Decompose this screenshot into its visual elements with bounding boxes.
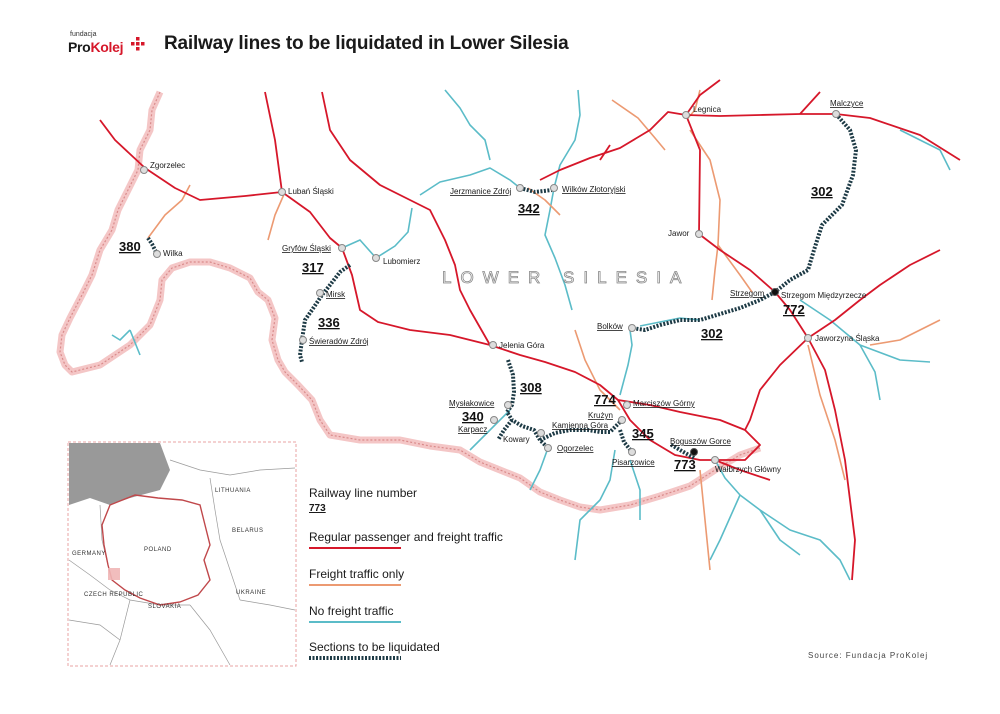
region-label: LOWER SILESIA [442,268,690,287]
logo-small-text: fundacja [70,31,97,38]
line-number-380: 380 [119,239,141,254]
legend-no-freight-swatch [309,621,401,623]
line-numbers: 380 342 302 317 336 772 302 308 340 774 … [119,184,833,472]
station-pisarzowice: Pisarzowice [612,458,655,467]
station-strzegom-miedzyrzecze: Strzegom Międzyrzecze [781,291,867,300]
inset-label-lithuania: LITHUANIA [215,488,251,494]
liquidated-lines [146,112,858,460]
inset-label-ukraine: UKRAINE [236,590,266,596]
station-marciszow: Marciszów Górny [633,399,695,408]
station-labels: Legnica Malczyce Zgorzelec Lubań Śląski … [150,99,880,474]
line-number-336: 336 [318,315,340,330]
legend-passenger-freight: Regular passenger and freight traffic [309,528,569,549]
line-number-342: 342 [518,201,540,216]
inset-poland-outline [101,494,211,606]
legend-passenger-freight-label: Regular passenger and freight traffic [309,530,503,544]
station-jawor: Jawor [668,229,690,238]
page-title: Railway lines to be liquidated in Lower … [164,33,569,54]
station-strzegom: Strzegom [730,289,765,298]
station-karpacz: Karpacz [458,425,487,434]
line-number-302-north: 302 [811,184,833,199]
station-mirsk: Mirsk [326,290,346,299]
station-wilka: Wilka [163,249,183,258]
legend-liquidated-label: Sections to be liquidated [309,640,440,654]
station-lubomierz: Lubomierz [383,257,420,266]
station-legnica: Legnica [693,105,722,114]
logo-text-kolej: Kolej [90,39,124,55]
line-number-317: 317 [302,260,324,275]
station-kamienna-gora: Kamienna Góra [552,421,609,430]
logo-dots-icon [131,37,145,51]
inset-label-czech: CZECH REPUBLIC [84,592,144,598]
legend-liquidated-swatch [309,656,401,660]
station-wilkow: Wilków Złotoryjski [562,185,626,194]
region-border-dots [59,91,761,511]
legend-no-freight: No freight traffic [309,602,569,623]
legend-no-freight-label: No freight traffic [309,604,394,618]
line-number-340: 340 [462,409,484,424]
station-boguszow: Boguszów Gorce [670,437,731,446]
line-number-774: 774 [594,392,616,407]
logo-text-pro: Pro [68,39,91,55]
station-gryfow: Gryfów Śląski [282,244,331,253]
line-number-345: 345 [632,426,654,441]
logo: ProKolej [68,39,123,55]
station-ogorzelec: Ogorzelec [557,444,593,453]
inset-map: LITHUANIA BELARUS POLAND GERMANY CZECH R… [67,441,297,667]
legend-freight-only-swatch [309,584,401,586]
station-luban: Lubań Śląski [288,187,334,196]
station-jerzmanice: Jerzmanice Zdrój [450,187,512,196]
line-number-308: 308 [520,380,542,395]
station-malczyce: Malczyce [830,99,864,108]
inset-label-belarus: BELARUS [232,528,264,534]
legend-line-number: Railway line number 773 [309,484,569,514]
station-kowary: Kowary [503,435,530,444]
station-jaworzyna: Jaworzyna Śląska [815,334,880,343]
header: fundacja ProKolej Railway lines to be li… [68,28,668,68]
no-freight-lines [111,89,951,581]
inset-label-germany: GERMANY [72,551,106,557]
legend-passenger-freight-swatch [309,547,401,549]
passenger-freight-lines [99,79,961,581]
station-bolkow: Bolków [597,322,623,331]
station-myslakowice: Mysłakowice [449,399,495,408]
line-number-772: 772 [783,302,805,317]
line-number-302-south: 302 [701,326,723,341]
legend-freight-only: Freight traffic only [309,565,569,586]
legend-line-number-label: Railway line number [309,486,418,500]
station-jelenia-gora: Jelenia Góra [499,341,545,350]
station-walbrzych: Wałbrzych Główny [715,465,781,474]
legend-liquidated: Sections to be liquidated [309,638,569,660]
inset-label-slovakia: SLOVAKIA [148,604,181,610]
source-credit: Source: Fundacja ProKolej [808,651,929,660]
line-number-773: 773 [674,457,696,472]
legend-freight-only-label: Freight traffic only [309,567,405,581]
station-swieradow: Świeradów Zdrój [309,337,369,346]
legend-line-number-example: 773 [309,503,326,514]
station-zgorzelec: Zgorzelec [150,161,185,170]
stations [140,110,840,464]
station-kruzyn: Krużyn [588,411,613,420]
inset-label-poland: POLAND [144,547,172,553]
